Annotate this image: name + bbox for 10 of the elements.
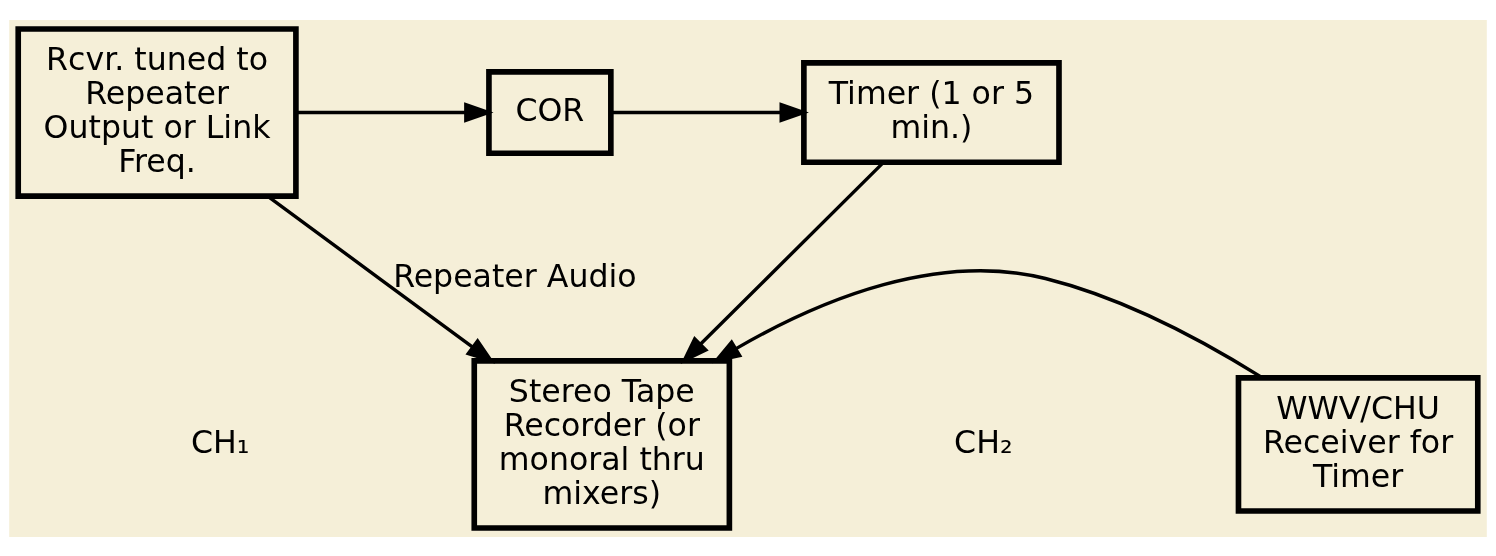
arrow [295, 101, 494, 123]
arrow [611, 101, 809, 123]
node-box: WWV/CHU Receiver for Timer [1235, 374, 1481, 514]
label: CH₁ [191, 423, 250, 460]
edge-label: Repeater Audio [393, 257, 637, 294]
label: CH₂ [954, 423, 1013, 460]
node-box: Timer (1 or 5 min.) [801, 59, 1062, 165]
node-box: COR [486, 68, 614, 156]
node-box: Rcvr. tuned to Repeater Output or Link Freq. [15, 25, 299, 199]
node-box: Stereo Tape Recorder (or monoral thru mixers) [471, 357, 733, 531]
